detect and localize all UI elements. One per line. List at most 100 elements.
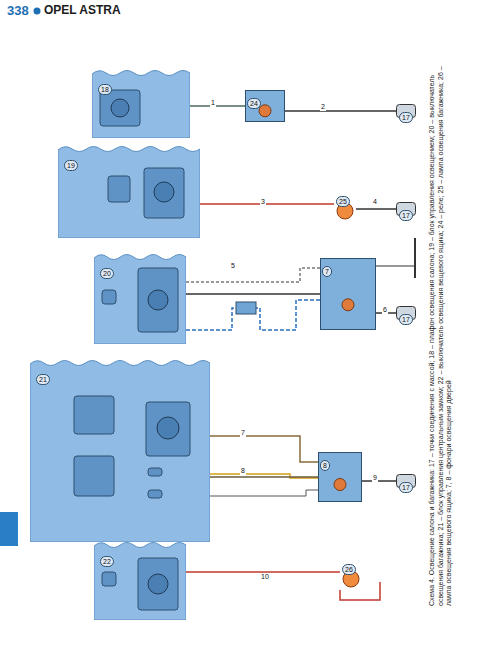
box-shape	[321, 259, 376, 330]
panel-shape	[94, 255, 186, 345]
component-body	[148, 490, 162, 498]
callout-number: 21	[36, 368, 50, 386]
connector-block: 24	[245, 90, 285, 122]
callout-number: 17	[399, 482, 413, 493]
module-panel: 21	[30, 356, 210, 542]
callout-number: 18	[98, 84, 112, 95]
node-outline	[30, 356, 210, 542]
component-body	[102, 572, 116, 586]
wire	[356, 208, 396, 210]
panel-shape	[94, 543, 186, 621]
callout-number: 19	[64, 154, 78, 172]
box-shape	[246, 91, 285, 122]
node-outline	[92, 66, 190, 138]
module-panel: 19	[58, 142, 200, 238]
callout-number: 19	[64, 160, 78, 171]
component-body	[74, 456, 114, 496]
panel-shape	[30, 361, 210, 543]
figure-caption: Схема 4. Освещение салона и багажника: 1…	[428, 50, 454, 606]
wire-number: 9	[372, 474, 378, 482]
connector-block: 8	[318, 452, 362, 502]
callout-number: 21	[36, 374, 50, 385]
component-body	[138, 268, 178, 332]
page-title: OPEL ASTRA	[44, 3, 121, 17]
callout-number: 26	[342, 564, 356, 575]
ground-bar	[414, 238, 416, 278]
callout-number: 22	[100, 556, 114, 567]
node-outline	[94, 250, 186, 344]
component-body	[74, 396, 114, 434]
component-body	[148, 468, 162, 476]
ground-point: 17	[396, 202, 416, 216]
wire-number: 1	[210, 99, 216, 107]
callout-number: 20	[100, 268, 114, 279]
wire	[186, 268, 320, 282]
component-body	[100, 90, 140, 126]
wire-number: 8	[240, 467, 246, 475]
wire	[200, 203, 334, 205]
callout-number: 7	[322, 260, 332, 278]
component-symbol	[111, 99, 129, 117]
wire	[210, 474, 318, 478]
callout-number: 8	[320, 460, 330, 471]
motor-symbol	[259, 105, 271, 117]
section-tab	[0, 512, 18, 546]
motor-symbol	[342, 299, 354, 311]
callout-number: 25	[336, 196, 350, 207]
connector-block: 7	[320, 258, 376, 330]
ground-point: 17	[396, 306, 416, 320]
header-bullet	[34, 8, 41, 15]
module-panel: 20	[94, 250, 186, 344]
wire	[186, 300, 320, 330]
wire-number: 6	[382, 306, 388, 314]
module-panel: 22	[94, 538, 186, 620]
callout-number: 8	[320, 454, 330, 472]
callout-number: 22	[100, 550, 114, 568]
component-symbol	[148, 290, 168, 310]
wire	[190, 105, 245, 107]
module-panel: 18	[92, 66, 190, 138]
callout-number: 17	[399, 106, 413, 124]
callout-number: 25	[336, 190, 350, 208]
wire	[210, 490, 318, 496]
wire	[285, 110, 396, 112]
wire	[210, 476, 318, 478]
component-body	[108, 176, 130, 202]
callout-number: 17	[399, 476, 413, 494]
wire-number: 4	[372, 198, 378, 206]
callout-number: 17	[399, 204, 413, 222]
wire-number: 2	[320, 103, 326, 111]
component-body	[146, 402, 190, 456]
switch-symbol	[236, 302, 256, 314]
component-symbol	[154, 182, 174, 202]
component-body	[138, 558, 178, 610]
wire-number: 5	[230, 262, 236, 270]
callout-number: 17	[399, 210, 413, 221]
callout-number: 17	[399, 308, 413, 326]
panel-shape	[92, 71, 190, 139]
component-symbol	[148, 574, 168, 594]
motor-symbol	[334, 479, 346, 491]
page-number: 338	[6, 3, 30, 18]
ground-point: 17	[396, 104, 416, 118]
wire-number: 3	[260, 198, 266, 206]
wire	[186, 293, 320, 295]
callout-number: 20	[100, 262, 114, 280]
callout-number: 24	[247, 98, 261, 109]
callout-number: 18	[98, 78, 112, 96]
wire	[210, 436, 318, 462]
lamp-symbol: 26	[340, 556, 362, 588]
ground-point: 17	[396, 474, 416, 488]
wire-number: 7	[240, 429, 246, 437]
callout-number: 7	[322, 266, 332, 277]
panel-shape	[58, 147, 200, 239]
component-body	[102, 290, 116, 304]
component-symbol	[157, 417, 179, 439]
lamp-symbol: 25	[334, 188, 356, 220]
wire	[362, 480, 396, 482]
callout-number: 24	[247, 92, 261, 110]
wire-number: 10	[260, 573, 270, 581]
